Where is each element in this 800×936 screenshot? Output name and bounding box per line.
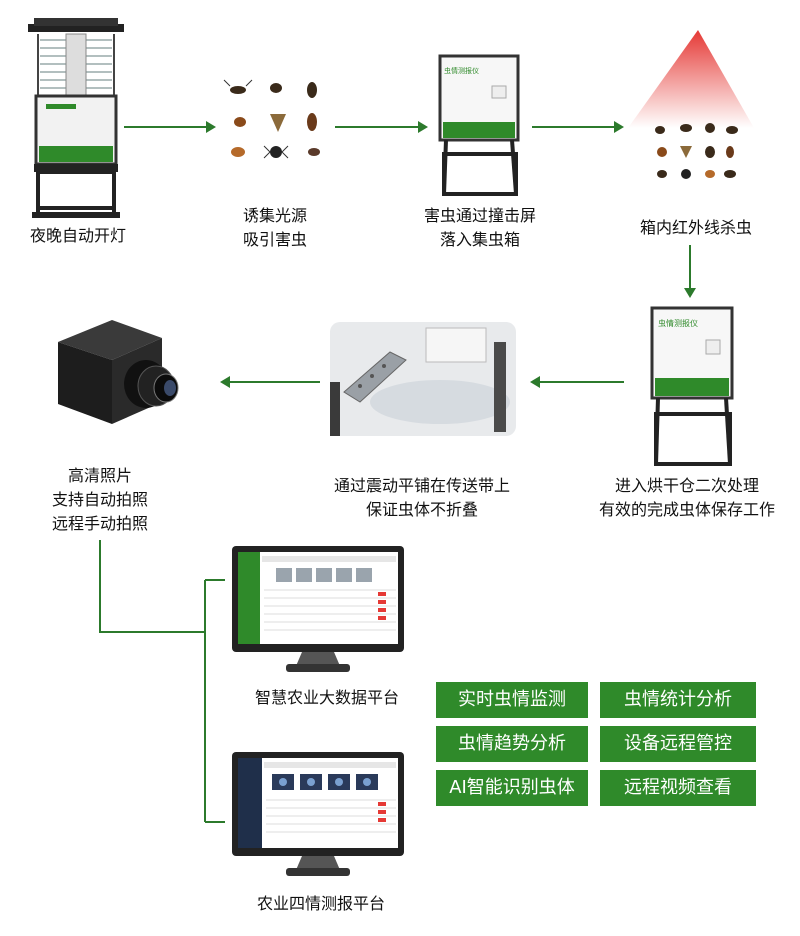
- step-lure-caption: 诱集光源 吸引害虫: [200, 204, 350, 252]
- feature-ai-recognition: AI智能识别虫体: [436, 770, 588, 806]
- arrow-hit-to-ir: [532, 121, 624, 133]
- platform-monitor-2-icon: [232, 752, 404, 876]
- platform-1-label: 智慧农业大数据平台: [254, 688, 399, 707]
- step-lure-line-1: 诱集光源: [242, 206, 307, 225]
- step-vibrate-line-1: 通过震动平铺在传送带上: [333, 476, 510, 495]
- insect-trap-device-icon: [28, 18, 124, 218]
- step-hit-line-2: 落入集虫箱: [439, 230, 520, 249]
- step-hit-caption: 害虫通过撞击屏 落入集虫箱: [392, 204, 568, 252]
- arrow-ir-to-dry: [684, 245, 696, 298]
- feature-remote-video: 远程视频查看: [600, 770, 756, 806]
- arrow-lure-to-hit: [335, 121, 428, 133]
- connector-to-platforms: [99, 540, 225, 823]
- insects-collage-icon: [223, 79, 320, 159]
- arrow-dry-to-vibrate: [530, 376, 624, 388]
- feature-realtime-monitoring: 实时虫情监测: [436, 682, 588, 718]
- platform-monitor-1-icon: [232, 546, 404, 672]
- feature-statistics-analysis: 虫情统计分析: [600, 682, 756, 718]
- step-ir-caption: 箱内红外线杀虫: [616, 216, 776, 240]
- step-night-line: 夜晚自动开灯: [29, 226, 126, 245]
- step-lure-line-2: 吸引害虫: [242, 230, 307, 249]
- device-label-top: 虫情测报仪: [444, 67, 479, 75]
- step-ir-line: 箱内红外线杀虫: [639, 218, 752, 237]
- step-vibrate-line-2: 保证虫体不折叠: [365, 500, 478, 519]
- monitoring-device-icon: [438, 54, 520, 196]
- step-hit-line-1: 害虫通过撞击屏: [423, 206, 536, 225]
- conveyor-photo-icon: [330, 322, 516, 436]
- platform-2-label: 农业四情测报平台: [256, 894, 385, 913]
- device-label-dry: 虫情测报仪: [658, 319, 698, 328]
- infrared-kill-icon: [628, 30, 754, 179]
- step-dry-line-1: 进入烘干仓二次处理: [614, 476, 759, 495]
- arrow-night-to-lure: [124, 121, 216, 133]
- step-photo-caption: 高清照片 支持自动拍照 远程手动拍照: [28, 464, 172, 536]
- step-dry-line-2: 有效的完成虫体保存工作: [598, 500, 775, 519]
- step-vibrate-caption: 通过震动平铺在传送带上 保证虫体不折叠: [306, 474, 538, 522]
- drying-device-icon: [650, 306, 734, 466]
- camera-icon: [58, 320, 179, 424]
- feature-trend-analysis: 虫情趋势分析: [436, 726, 588, 762]
- step-night-caption: 夜晚自动开灯: [8, 224, 148, 248]
- arrow-vibrate-to-photo: [220, 376, 320, 388]
- feature-remote-control: 设备远程管控: [600, 726, 756, 762]
- step-photo-line-2: 支持自动拍照: [51, 490, 148, 509]
- step-photo-line-1: 高清照片: [67, 466, 132, 485]
- step-dry-caption: 进入烘干仓二次处理 有效的完成虫体保存工作: [582, 474, 792, 522]
- step-photo-line-3: 远程手动拍照: [51, 514, 148, 533]
